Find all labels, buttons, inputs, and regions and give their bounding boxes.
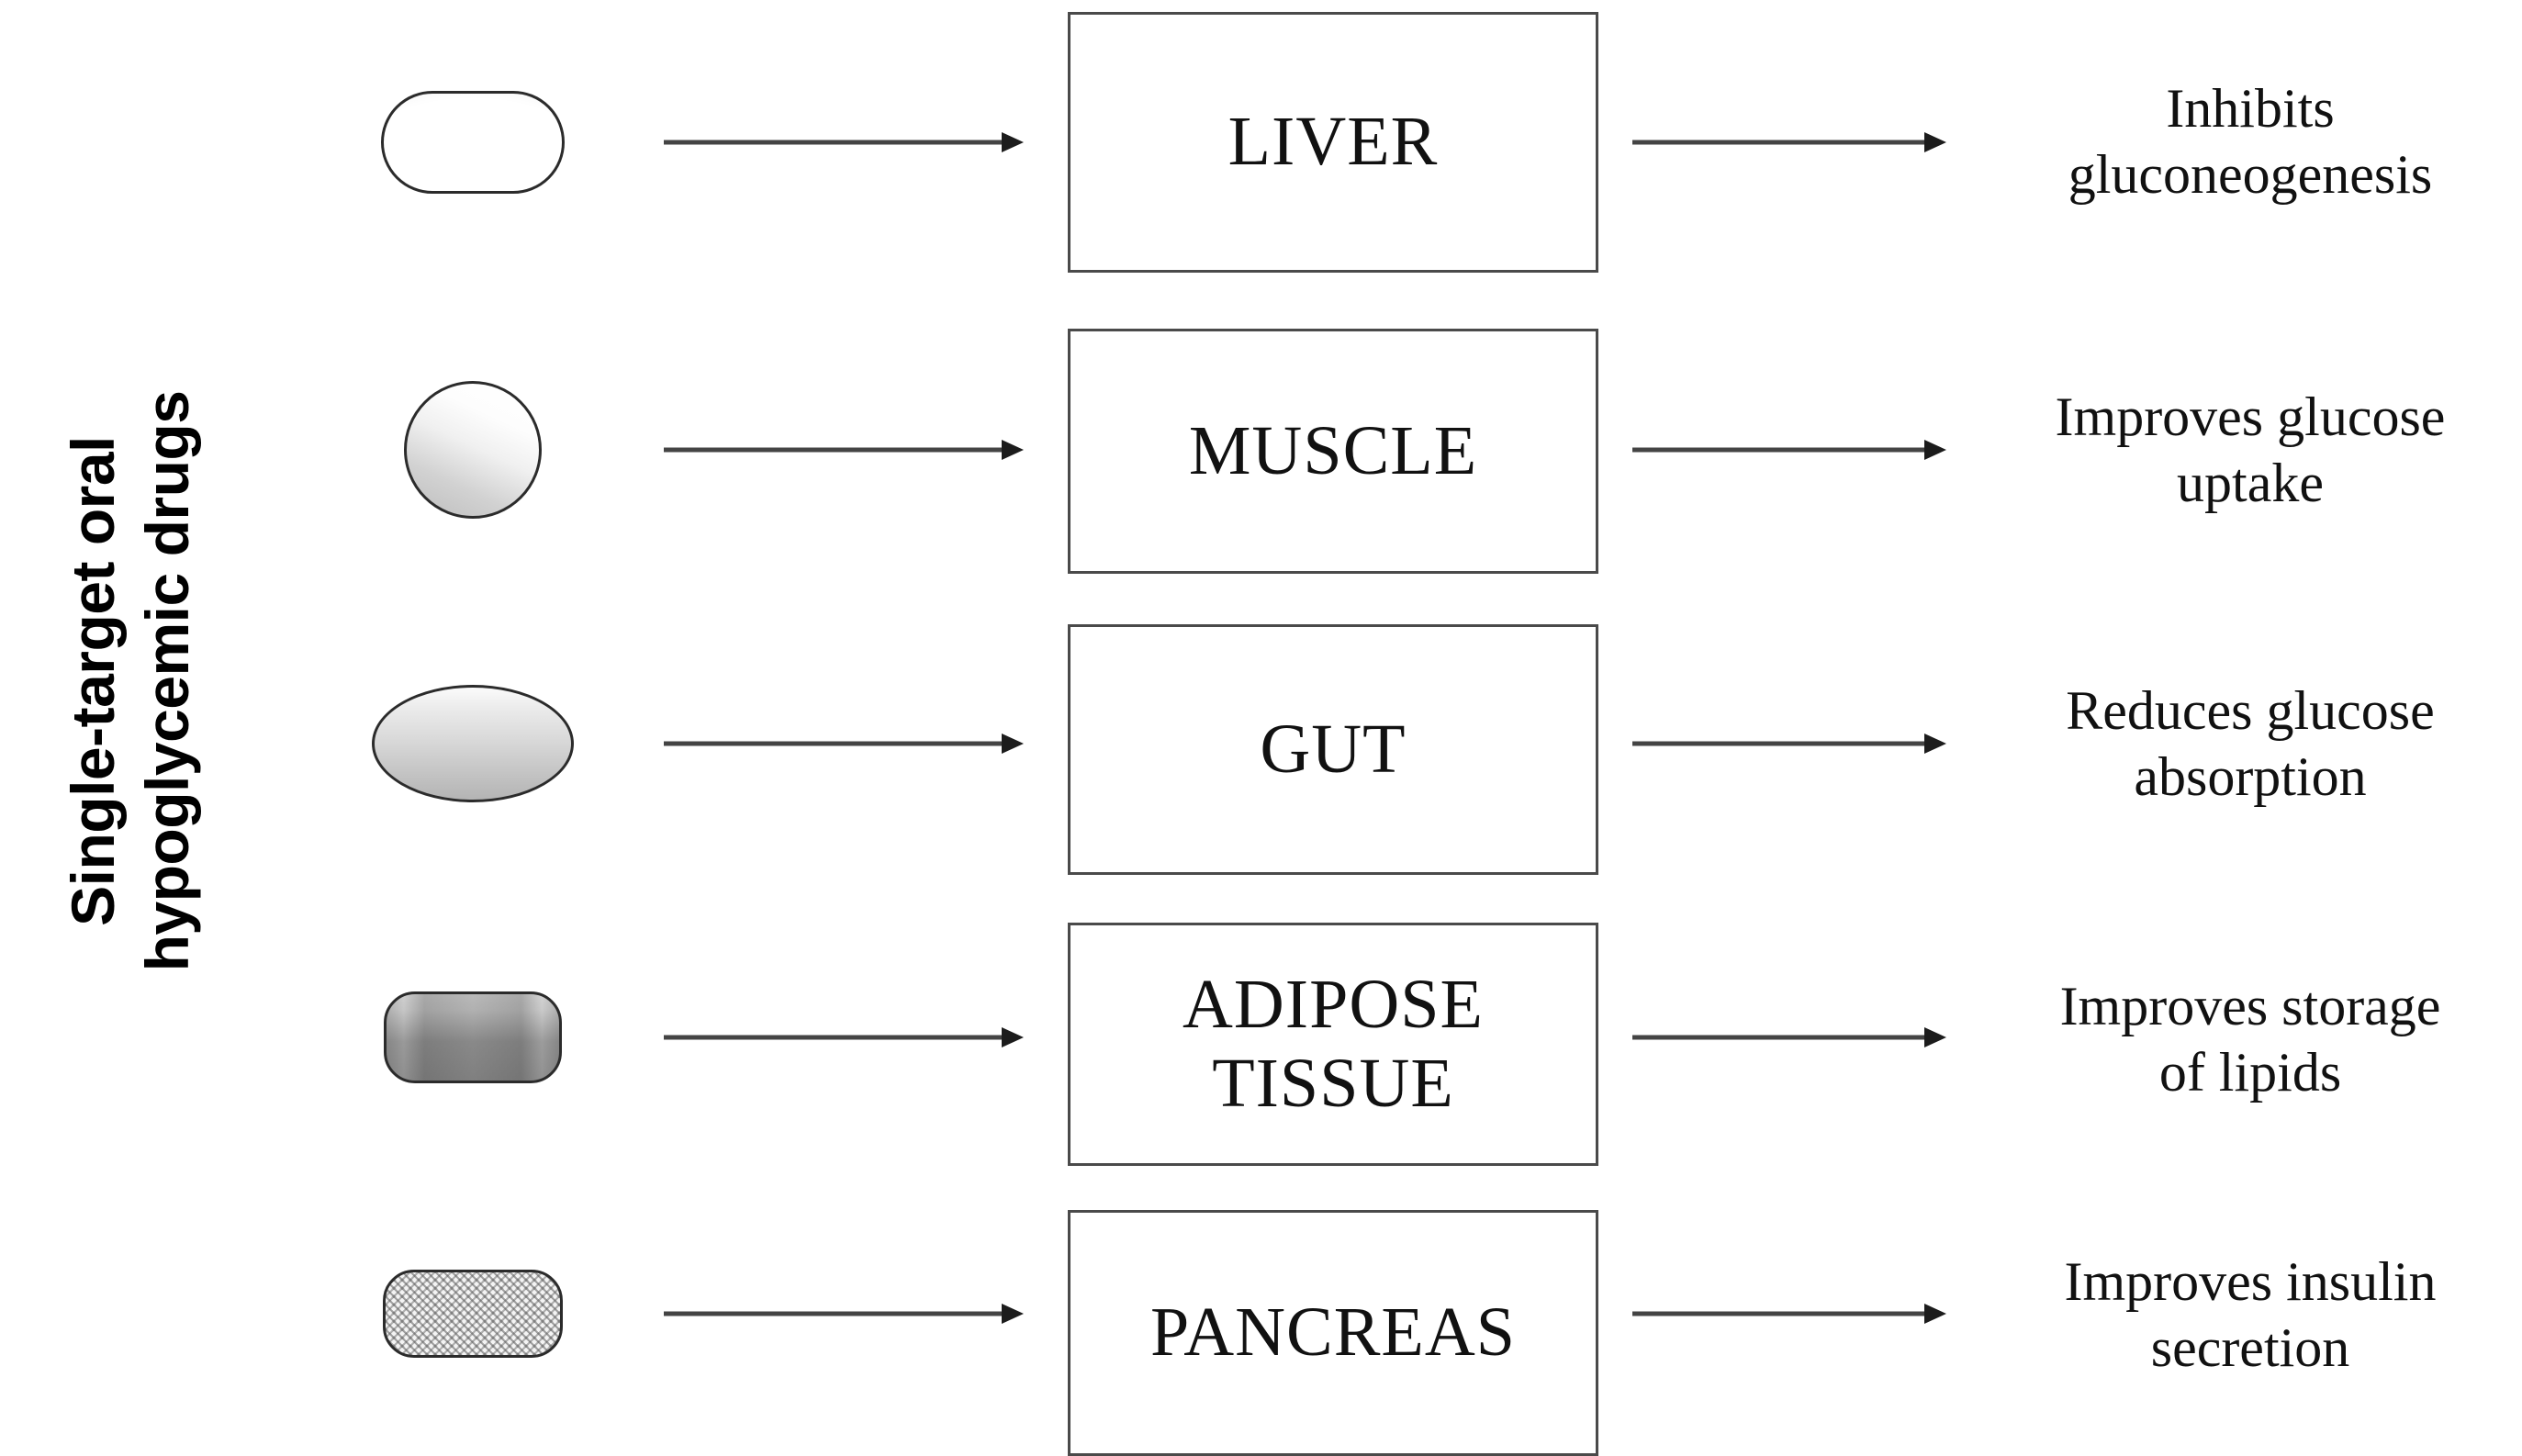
effect-label-line-2: uptake [2177, 453, 2324, 513]
arrow-muscle-to-effect [1632, 438, 1946, 462]
drug-tablet-liver [349, 91, 597, 194]
arrow-adipose-to-effect [1632, 1025, 1946, 1049]
organ-box-label: ADIPOSE TISSUE [1183, 966, 1484, 1122]
organ-box-adipose-tissue[interactable]: ADIPOSE TISSUE [1068, 923, 1598, 1166]
effect-label-line-1: Reduces glucose [2066, 680, 2435, 741]
tablet-shape-white-capsule-icon [381, 91, 565, 194]
organ-box-label: LIVER [1227, 103, 1439, 181]
effect-label-line-1: Improves insulin [2064, 1251, 2437, 1312]
arrow-gut-to-effect [1632, 732, 1946, 756]
organ-box-label: PANCREAS [1149, 1294, 1517, 1372]
drug-tablet-adipose [349, 991, 597, 1083]
organ-box-label: GUT [1260, 710, 1407, 788]
arrow-drug-to-muscle [664, 438, 1024, 462]
tablet-shape-bevelled-capsule-icon [384, 991, 562, 1083]
effect-label-line-1: Improves storage [2059, 976, 2441, 1036]
organ-box-gut[interactable]: GUT [1068, 624, 1598, 875]
arrow-pancreas-to-effect [1632, 1302, 1946, 1326]
effect-label-gut: Reduces glucose absorption [1978, 678, 2522, 810]
arrow-liver-to-effect [1632, 130, 1946, 154]
effect-label-line-2: gluconeogenesis [2068, 144, 2433, 205]
tablet-shape-ellipse-icon [372, 685, 574, 802]
effect-label-line-2: of lipids [2158, 1042, 2342, 1103]
tablet-shape-textured-capsule-icon [383, 1270, 563, 1358]
effect-label-line-2: absorption [2134, 746, 2367, 807]
effect-label-muscle: Improves glucose uptake [1978, 384, 2522, 516]
drug-tablet-muscle [349, 381, 597, 519]
arrow-drug-to-liver [664, 130, 1024, 154]
organ-box-label: MUSCLE [1188, 411, 1478, 489]
category-label-vertical: Single-target oral hypoglycemic drugs [48, 305, 213, 1058]
effect-label-line-1: Inhibits [2166, 78, 2335, 139]
effect-label-line-2: secretion [2150, 1317, 2350, 1378]
effect-label-liver: Inhibits gluconeogenesis [1978, 75, 2522, 207]
tablet-shape-round-icon [404, 381, 542, 519]
organ-box-liver[interactable]: LIVER [1068, 12, 1598, 273]
category-label-line-1: Single-target oral [59, 436, 128, 926]
organ-box-pancreas[interactable]: PANCREAS [1068, 1210, 1598, 1456]
arrow-drug-to-adipose [664, 1025, 1024, 1049]
organ-box-muscle[interactable]: MUSCLE [1068, 329, 1598, 574]
effect-label-line-1: Improves glucose [2055, 386, 2446, 447]
arrow-drug-to-pancreas [664, 1302, 1024, 1326]
drug-tablet-gut [349, 685, 597, 802]
category-label-line-2: hypoglycemic drugs [133, 390, 201, 972]
effect-label-pancreas: Improves insulin secretion [1978, 1249, 2522, 1381]
effect-label-adipose: Improves storage of lipids [1978, 973, 2522, 1105]
drug-tablet-pancreas [349, 1270, 597, 1358]
arrow-drug-to-gut [664, 732, 1024, 756]
